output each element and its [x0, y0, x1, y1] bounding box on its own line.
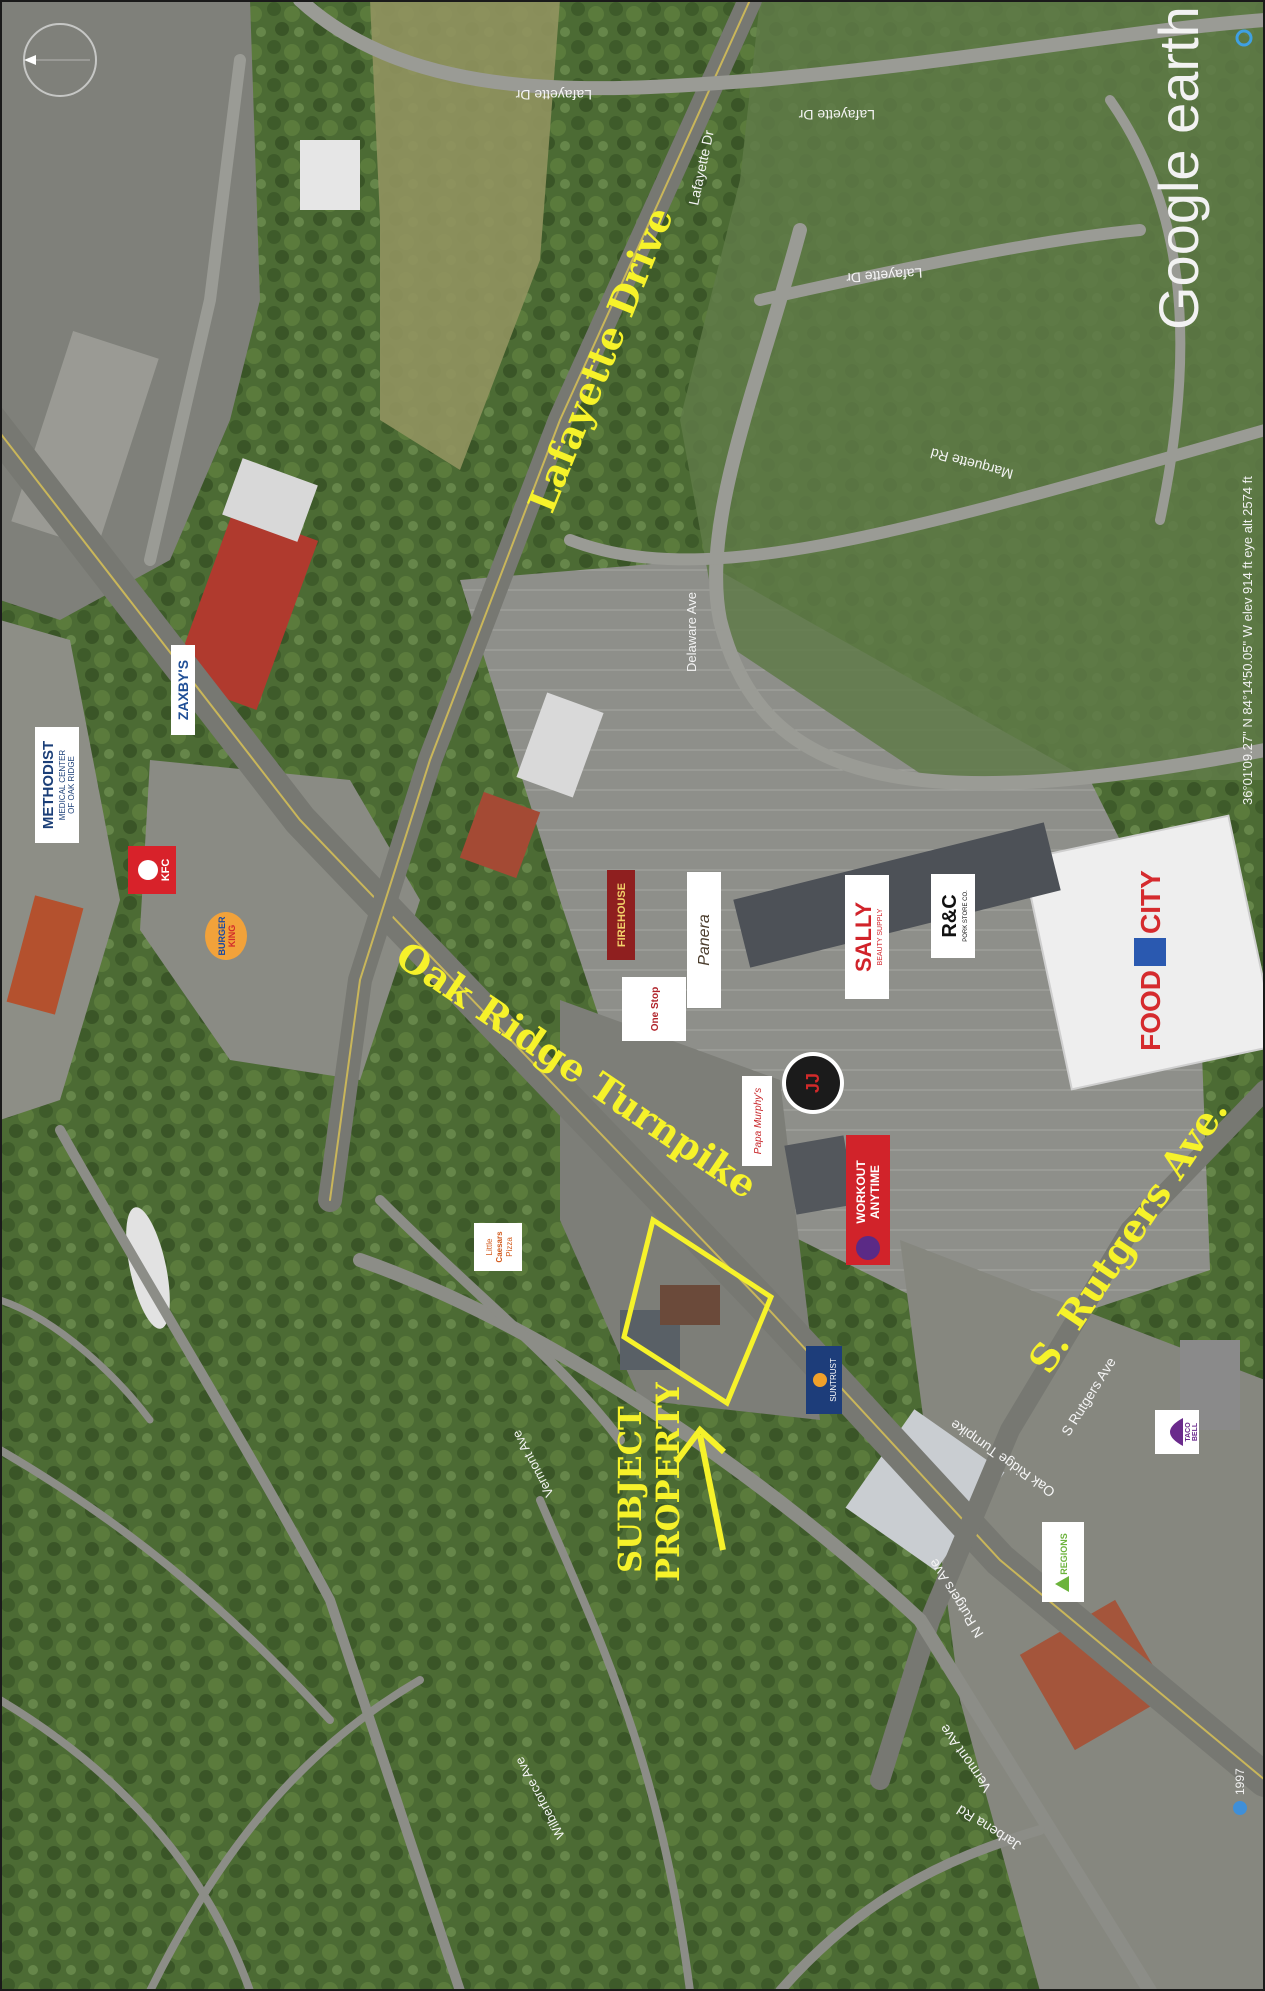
street-lafayette-3: Lafayette Dr [798, 107, 875, 123]
svg-text:FIREHOUSE: FIREHOUSE [616, 883, 628, 947]
logo-anytime-fitness: WORKOUT ANYTIME [846, 1135, 890, 1265]
logo-food-city: FOOD CITY [1134, 870, 1166, 1051]
svg-text:JJ: JJ [803, 1073, 823, 1093]
svg-text:PORK STORE CO.: PORK STORE CO. [963, 890, 969, 942]
imagery-year: 1997 [1233, 1768, 1247, 1795]
logo-one-stop: One Stop [622, 977, 686, 1041]
svg-text:METHODIST: METHODIST [40, 741, 57, 829]
street-lafayette-4: Lafayette Dr [845, 265, 923, 286]
logo-little-caesars: Little Caesars Pizza [474, 1223, 522, 1271]
info-icon[interactable] [1235, 29, 1253, 47]
svg-text:MEDICAL CENTER: MEDICAL CENTER [58, 750, 67, 821]
logo-burger-king: BURGER KING [205, 912, 247, 960]
logo-jimmy-johns: JJ [782, 1052, 844, 1114]
logo-kfc: KFC [128, 846, 176, 894]
imagery-date-icon [1233, 1801, 1247, 1815]
logo-sally: SALLY BEAUTY SUPPLY [845, 875, 889, 999]
logo-suntrust: SUNTRUST [806, 1346, 842, 1414]
logo-zaxbys: ZAXBY'S [171, 645, 195, 735]
svg-text:BURGER: BURGER [217, 916, 227, 956]
logo-taco-bell: TACO BELL [1155, 1410, 1199, 1454]
svg-text:One Stop: One Stop [650, 987, 661, 1031]
svg-text:BEAUTY SUPPLY: BEAUTY SUPPLY [877, 908, 884, 965]
svg-text:REGIONS: REGIONS [1059, 1533, 1069, 1575]
coordinates-readout: 36°01'09.27" N 84°14'50.05" W elev 914 f… [1240, 476, 1255, 805]
svg-text:FOOD: FOOD [1135, 970, 1166, 1051]
svg-text:WORKOUT: WORKOUT [854, 1160, 868, 1224]
svg-text:KFC: KFC [160, 859, 172, 882]
subject-property-outline[interactable] [621, 1215, 775, 1407]
svg-text:ANYTIME: ANYTIME [868, 1165, 882, 1219]
svg-text:ZAXBY'S: ZAXBY'S [175, 660, 191, 720]
compass-icon[interactable] [23, 23, 97, 97]
logo-rc: R&C PORK STORE CO. [931, 874, 975, 958]
subject-property-marker[interactable] [621, 1215, 775, 1551]
svg-text:Little: Little [485, 1238, 494, 1255]
svg-text:Panera: Panera [696, 914, 713, 966]
logo-regions: REGIONS [1042, 1522, 1084, 1602]
residential-area [680, 0, 1265, 780]
street-delaware: Delaware Ave [684, 592, 699, 672]
svg-text:SUNTRUST: SUNTRUST [829, 1358, 838, 1402]
svg-text:BELL: BELL [1192, 1422, 1199, 1441]
svg-text:Papa Murphy's: Papa Murphy's [753, 1088, 764, 1154]
subject-arrow-head [673, 1425, 727, 1464]
logo-panera: Panera [687, 872, 721, 1008]
google-earth-watermark: Google earth 36°01'09.27" N 84°14'50.05"… [1147, 6, 1255, 1815]
logo-methodist: METHODIST MEDICAL CENTER OF OAK RIDGE [35, 727, 79, 843]
label-subject-line1: SUBJECT [611, 1406, 649, 1573]
label-subject-line2: PROPERTY [649, 1381, 687, 1582]
svg-text:Caesars: Caesars [495, 1231, 504, 1263]
svg-text:CITY: CITY [1135, 870, 1166, 934]
svg-text:TACO: TACO [1185, 1422, 1192, 1442]
svg-text:Pizza: Pizza [505, 1237, 514, 1257]
street-lafayette-1: Lafayette Dr [515, 87, 592, 103]
business-logos: ZAXBY'S METHODIST MEDICAL CENTER OF OAK … [35, 645, 1199, 1602]
svg-text:KING: KING [227, 925, 237, 948]
logo-firehouse: FIREHOUSE [607, 870, 635, 960]
subject-arrow-shaft [697, 1434, 726, 1551]
svg-text:OF OAK RIDGE: OF OAK RIDGE [67, 756, 76, 814]
svg-text:SALLY: SALLY [851, 902, 876, 972]
google-earth-logo: Google earth [1147, 6, 1210, 330]
logo-papa-murphys: Papa Murphy's [742, 1076, 772, 1166]
svg-text:R&C: R&C [939, 894, 961, 937]
